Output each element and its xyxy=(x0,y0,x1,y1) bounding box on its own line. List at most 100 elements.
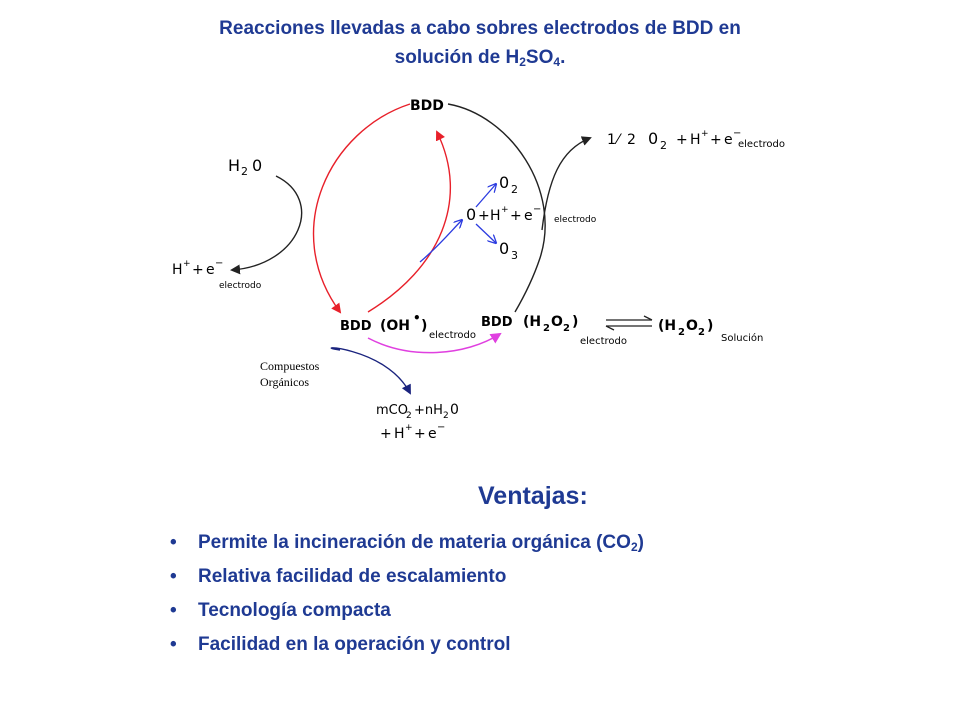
min-plus-2: + xyxy=(414,426,426,442)
title-so-text: SO xyxy=(525,47,554,68)
o2-o: 0 xyxy=(648,129,658,148)
bdd-hydroxyl-species: BDD (OH • ) electrodo xyxy=(340,311,476,341)
proton-electron-left: H + + e − electrodo xyxy=(172,258,262,291)
bullet-dot: • xyxy=(170,532,177,553)
mid-e: e xyxy=(524,208,533,224)
arrow-navy-organics xyxy=(330,347,411,395)
bullet-dot: • xyxy=(170,634,177,655)
bdd-top-label: BDD xyxy=(410,98,444,114)
min-h-charge: + xyxy=(405,423,413,433)
bdd-oh-electrodo: electrodo xyxy=(429,330,476,341)
peroxide-solution: (H 2 O 2 ) Solución xyxy=(658,318,763,344)
bdd-oh-close: ) xyxy=(421,318,427,334)
arrow-red-oh-to-bdd xyxy=(367,130,451,313)
h-right: H xyxy=(690,132,701,148)
o2-sub: 2 xyxy=(660,139,667,152)
arrow-red-bdd-to-oh xyxy=(313,103,411,314)
sol-h2o2-sub1: 2 xyxy=(678,327,685,338)
o-radical-reaction: 0 + H + + e − electrodo xyxy=(466,204,597,225)
min-mco: mCO xyxy=(376,403,408,418)
ventajas-item-text: Permite la incineración de materia orgán… xyxy=(198,532,631,553)
equilibrium-arrow xyxy=(605,315,653,331)
title-period: . xyxy=(560,47,566,68)
o3-sub: 3 xyxy=(511,249,518,262)
min-co2-sub: 2 xyxy=(406,411,412,421)
arrow-blue-to-o2 xyxy=(475,184,496,208)
o2-mid-sub: 2 xyxy=(511,183,518,196)
mid-plus-2: + xyxy=(510,208,522,224)
sol-h2o2-sub2: 2 xyxy=(698,327,705,338)
sol-h2o2-open: (H xyxy=(658,318,676,334)
o3-middle: 0 3 xyxy=(499,239,518,262)
arrow-black-to-oxygen xyxy=(541,136,592,231)
half-den: 2 xyxy=(627,132,636,148)
left-e: e xyxy=(206,262,215,278)
water-o: 0 xyxy=(252,156,262,175)
o2-mid-o: 0 xyxy=(499,173,509,192)
title-h-text: solución de H xyxy=(394,47,520,68)
slide-title: Reacciones llevadas a cabo sobres electr… xyxy=(150,14,810,72)
arrow-black-circle-arc xyxy=(447,103,546,313)
left-h-charge: + xyxy=(183,259,191,269)
arrow-blue-to-o-radical xyxy=(419,220,462,263)
ventajas-item-text: Relativa facilidad de escalamiento xyxy=(198,566,507,587)
min-plus-1: + xyxy=(380,426,392,442)
left-h: H xyxy=(172,262,183,278)
ventajas-list: • Permite la incineración de materia orgá… xyxy=(160,526,644,662)
mid-plus-1: + xyxy=(478,208,490,224)
title-line-1: Reacciones llevadas a cabo sobres electr… xyxy=(219,18,741,39)
ventajas-item-text: Facilidad en la operación y control xyxy=(198,634,511,655)
min-nh: +nH xyxy=(414,403,443,418)
left-e-charge: − xyxy=(215,258,223,269)
ventajas-item: • Tecnología compacta xyxy=(160,594,644,628)
bdd-h2o2-open: (H xyxy=(523,314,541,330)
sol-solucion: Solución xyxy=(721,332,763,344)
ventajas-item-text: Tecnología compacta xyxy=(198,600,391,621)
sol-h2o2-o: O xyxy=(686,318,698,334)
bdd-oh-bdd: BDD xyxy=(340,319,372,334)
o2-middle: 0 2 xyxy=(499,173,518,196)
bdd-oh-radical: • xyxy=(413,311,421,325)
mid-electrodo: electrodo xyxy=(554,215,597,225)
mid-h: H xyxy=(490,208,501,224)
ventajas-item: • Permite la incineración de materia orgá… xyxy=(160,526,644,560)
left-plus: + xyxy=(192,262,204,278)
h-right-charge: + xyxy=(701,129,709,139)
mid-e-charge: − xyxy=(533,204,541,215)
left-electrodo: electrodo xyxy=(219,281,262,291)
min-e-charge: − xyxy=(437,422,445,433)
title-line-2: solución de H2SO4. xyxy=(150,43,810,72)
water-sub: 2 xyxy=(241,165,248,178)
arrow-black-water xyxy=(230,175,303,275)
ventajas-heading: Ventajas: xyxy=(478,482,588,510)
ventajas-item: • Facilidad en la operación y control xyxy=(160,628,644,662)
bullet-dot: • xyxy=(170,600,177,621)
ventajas-item-close: ) xyxy=(637,532,644,553)
ventajas-item: •Relativa facilidad de escalamiento xyxy=(160,560,644,594)
water-h: H xyxy=(228,156,240,175)
title-sub-2: 2 xyxy=(519,55,526,69)
bdd-h2o2-bdd: BDD xyxy=(481,315,513,330)
arrow-blue-to-o3 xyxy=(475,223,496,243)
bdd-h2o2-sub1: 2 xyxy=(543,323,550,334)
e-right: e xyxy=(724,132,733,148)
water-formula: H 2 0 xyxy=(228,156,262,178)
oxygen-evolution-product: 1 ⁄ 2 0 2 + H + + e − electrodo xyxy=(607,128,785,152)
e-right-charge: − xyxy=(733,128,741,139)
bdd-h2o2-close: ) xyxy=(572,314,578,330)
arrow-magenta-oh-to-h2o2 xyxy=(367,332,502,354)
organic-compounds-line2: Orgánicos xyxy=(260,375,309,389)
plus-1: + xyxy=(676,132,688,148)
plus-2: + xyxy=(710,132,722,148)
half-num: 1 xyxy=(607,132,616,148)
min-h: H xyxy=(394,426,405,442)
o3-o: 0 xyxy=(499,239,509,258)
ventajas-item-sub: 2 xyxy=(630,540,638,554)
bdd-h2o2-electrodo: electrodo xyxy=(580,336,627,347)
organic-compounds-line1: Compuestos xyxy=(260,359,320,373)
min-h2o-sub: 2 xyxy=(443,411,449,421)
sol-h2o2-close: ) xyxy=(707,318,713,334)
electrodo-right: electrodo xyxy=(738,139,785,150)
min-o: 0 xyxy=(450,402,459,418)
